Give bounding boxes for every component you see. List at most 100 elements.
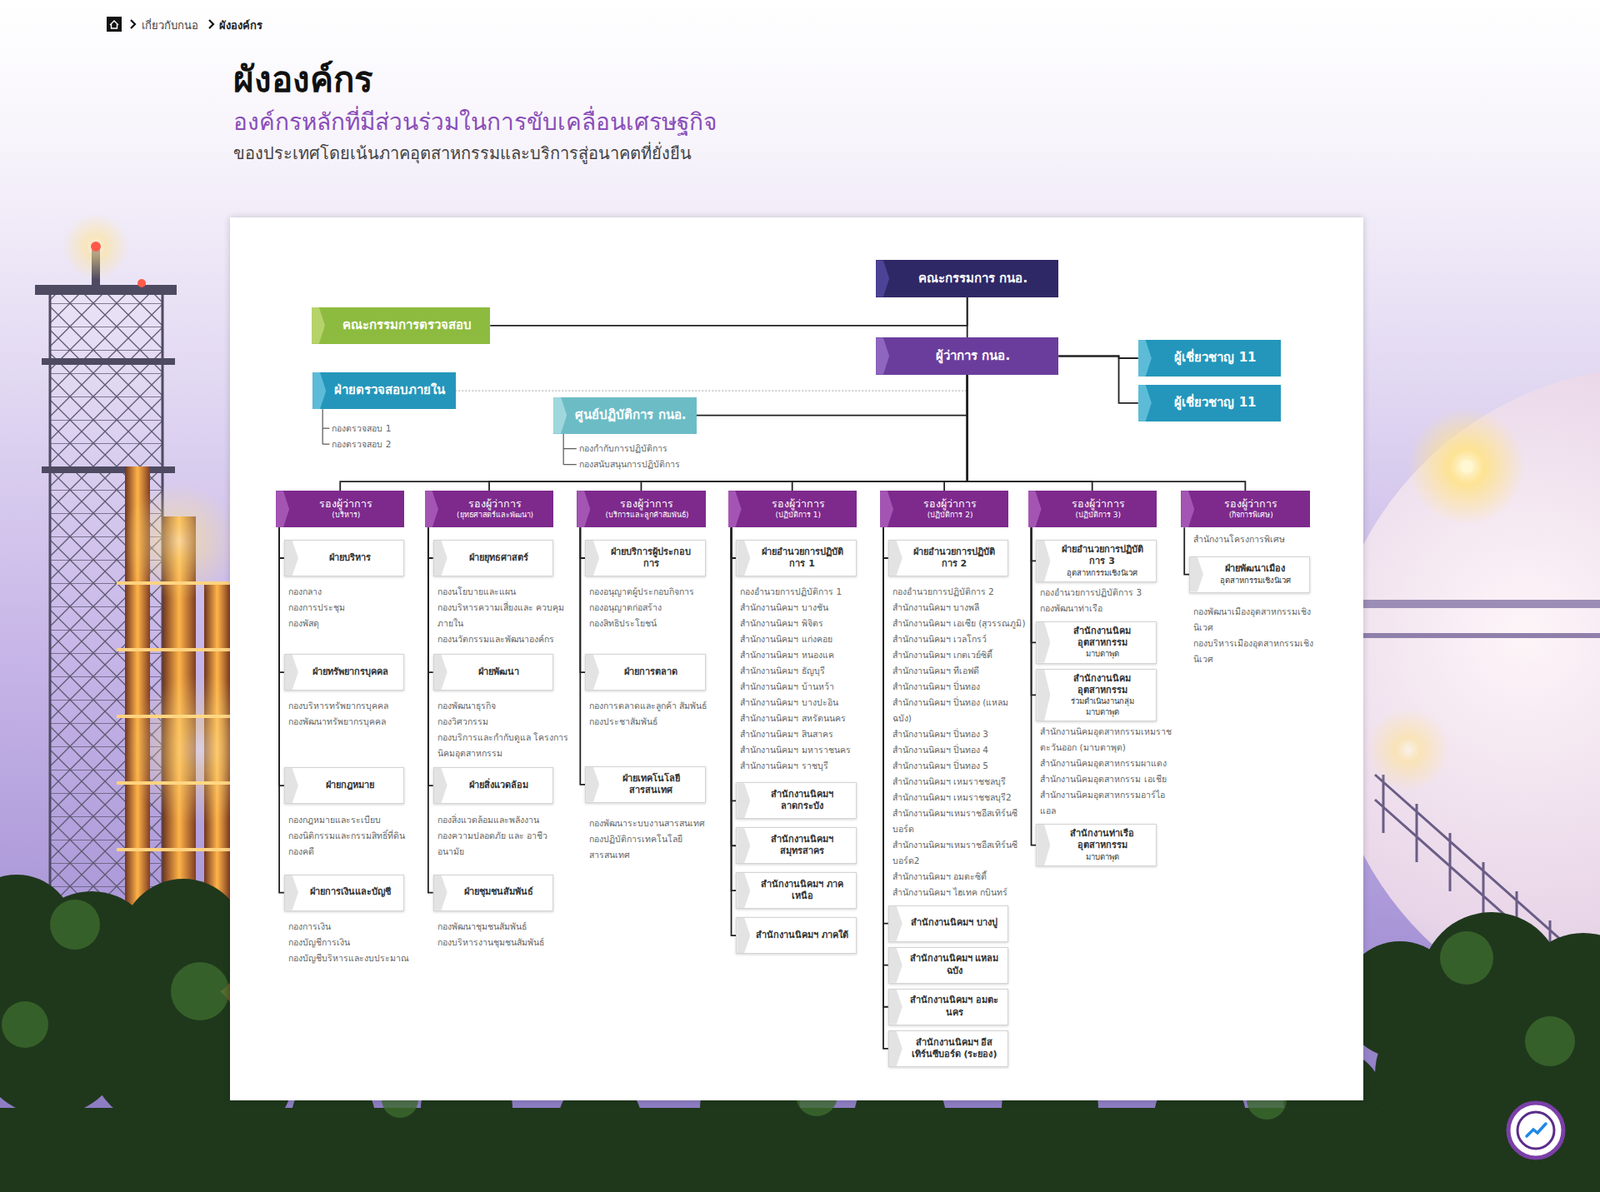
unit-label: กองบัญชีการเงิน bbox=[288, 935, 350, 951]
division-box: ฝ่ายพัฒนา bbox=[433, 654, 554, 691]
unit-label: สำนักงานนิคมฯ ทีเอฟดี bbox=[892, 663, 980, 680]
box-label: ฝ่ายการตลาด bbox=[624, 666, 678, 679]
box-chevron bbox=[585, 655, 600, 690]
box-label: ฝ่ายทรัพยากรบุคคล bbox=[312, 666, 389, 679]
division-box: ฝ่ายบริการผู้ประกอบการ bbox=[585, 540, 705, 577]
box-chevron bbox=[728, 490, 742, 528]
storage-tank bbox=[1325, 366, 1600, 1034]
unit-label: กองอนุญาตผู้ประกอบกิจการ bbox=[589, 584, 695, 600]
division-box: สำนักงานนิคมฯ สมุทรสาคร bbox=[735, 827, 856, 865]
unit-label: สำนักงานนิคมฯ ปิ่นทอง 3 bbox=[892, 726, 989, 743]
box-label: สำนักงานนิคมฯ บางปู bbox=[910, 917, 998, 930]
operations-center-box: ศูนย์ปฏิบัติการ กนอ. bbox=[553, 397, 696, 435]
unit-label: กองนิติกรรมและกรรมสิทธิ์ที่ดิน bbox=[288, 828, 405, 845]
box-label: สำนักงานนิคมอุตสาหกรรม bbox=[1055, 625, 1149, 650]
expert-box: ผู้เชี่ยวชาญ 11 bbox=[1138, 385, 1281, 422]
box-label: สำนักงานนิคมฯ ภาคเหนือ bbox=[755, 879, 849, 904]
box-label: ฝ่ายอำนวยการปฏิบัติการ 2 bbox=[907, 546, 1001, 571]
unit-label: สำนักงานนิคมฯ เกตเวย์ซิตี้ bbox=[892, 647, 993, 664]
box-chevron bbox=[285, 655, 299, 690]
unit-label: สำนักงานนิคมฯ สหรัตนนคร bbox=[740, 710, 845, 727]
unit-label: สำนักงานนิคมอุตสาหกรรมเหมราช ตะวันออก (ม… bbox=[1040, 724, 1174, 756]
box-chevron bbox=[889, 990, 903, 1025]
box-label: สำนักงานนิคมฯ ลาดกระบัง bbox=[755, 789, 849, 814]
box-sublabel: มาบตาพุด bbox=[1085, 852, 1120, 863]
division-box: สำนักงานนิคมอุตสาหกรรมมาบตาพุด bbox=[1035, 621, 1156, 665]
unit-label: สำนักงานโครงการพิเศษ bbox=[1193, 531, 1285, 548]
box-chevron bbox=[312, 372, 326, 410]
list-bracket bbox=[563, 448, 577, 450]
unit-label: กองพัฒนาชุมชนสัมพันธ์ bbox=[437, 919, 527, 935]
box-label: ฝ่ายบริหาร bbox=[329, 552, 371, 565]
box-label: ฝ่ายสิ่งแวดล้อม bbox=[469, 780, 529, 792]
box-chevron bbox=[736, 918, 750, 954]
box-sublabel: ร่วมดำเนินงานกลุ่มมาบตาพุด bbox=[1055, 696, 1149, 718]
governor-box: ผู้ว่าการ กนอ. bbox=[875, 337, 1059, 375]
box-chevron bbox=[736, 873, 750, 909]
box-chevron bbox=[889, 540, 903, 576]
box-label: ฝ่ายตรวจสอบภายใน bbox=[334, 382, 445, 400]
box-label: ฝ่ายการเงินและบัญชี bbox=[310, 886, 391, 899]
division-box: ฝ่ายพัฒนาเมืองอุตสาหกรรมเชิงนิเวศ bbox=[1189, 556, 1310, 594]
unit-label: กองตรวจสอบ 1 bbox=[331, 420, 391, 437]
unit-label: สำนักงานนิคมอุตสาหกรรมผาแดง bbox=[1040, 755, 1167, 772]
storage-tank bbox=[1366, 708, 1450, 792]
home-icon bbox=[106, 16, 122, 32]
unit-label: กองบริหารงานชุมชนสัมพันธ์ bbox=[437, 935, 545, 951]
unit-label: สำนักงานนิคมฯ ไฮเทค กบินทร์ bbox=[892, 885, 1009, 901]
box-label: ฝ่ายอำนวยการปฏิบัติการ 1 bbox=[755, 546, 849, 571]
box-label: สำนักงานนิคมฯ อีสเทิร์นซีบอร์ด (ระยอง) bbox=[907, 1037, 1001, 1062]
unit-label: กองอำนวยการปฏิบัติการ 2 bbox=[892, 584, 995, 600]
division-box: ฝ่ายอำนวยการปฏิบัติการ 3อุตสาหกรรมเชิงนิ… bbox=[1035, 540, 1156, 583]
box-label: สำนักงานนิคมฯ สมุทรสาคร bbox=[755, 834, 849, 859]
unit-label: สำนักงานนิคมฯ เอเซีย (สุวรรณภูมิ) bbox=[892, 615, 1026, 632]
box-label: สำนักงานนิคมฯ แหลมฉบัง bbox=[907, 953, 1001, 978]
box-label: ฝ่ายพัฒนา bbox=[478, 666, 520, 679]
storage-tank bbox=[1460, 460, 1474, 474]
chat-button bbox=[1517, 1112, 1555, 1150]
unit-label: สำนักงานนิคมฯ ราชบุรี bbox=[740, 758, 828, 775]
subtitle: องค์กรหลักที่มีส่วนร่วมในการขับเคลื่อนเศ… bbox=[233, 103, 717, 140]
box-label: สำนักงานนิคมฯ อมตะนคร bbox=[907, 995, 1001, 1020]
expert-box: ผู้เชี่ยวชาญ 11 bbox=[1138, 340, 1281, 377]
box-label: ฝ่ายอำนวยการปฏิบัติการ 3 bbox=[1055, 544, 1149, 569]
unit-label: สำนักงานนิคมฯ เหมราชชลบุรี2 bbox=[892, 790, 1012, 806]
refinery-tower bbox=[35, 285, 177, 295]
box-chevron bbox=[889, 906, 903, 942]
unit-label: กองการตลาดและลูกค้า สัมพันธ์ bbox=[589, 698, 707, 715]
box-chevron bbox=[434, 875, 448, 911]
division-box: ฝ่ายการตลาด bbox=[585, 654, 705, 691]
unit-label: กองนโยบายและแผน bbox=[437, 584, 516, 600]
division-box: ฝ่ายกฎหมาย bbox=[284, 767, 405, 805]
box-label: คณะกรรมการตรวจสอบ bbox=[342, 317, 472, 335]
unit-label: สำนักงานนิคมฯ บางชัน bbox=[740, 600, 828, 616]
unit-label: สำนักงานนิคมฯ ปิ่นทอง (แหลมฉบัง) bbox=[892, 695, 1026, 727]
unit-label: กองนวัตกรรมและพัฒนาองค์กร bbox=[437, 631, 555, 648]
unit-label: กองคดี bbox=[288, 844, 315, 860]
box-chevron bbox=[275, 490, 290, 528]
unit-label: สำนักงานนิคมฯ แก่งคอย bbox=[740, 631, 832, 648]
division-box: ฝ่ายอำนวยการปฏิบัติการ 1 bbox=[735, 540, 856, 577]
unit-label: สำนักงานนิคมฯ บ้านหว้า bbox=[740, 679, 834, 695]
box-label: ฝ่ายยุทธศาสตร์ bbox=[469, 552, 529, 565]
refinery-tower bbox=[41, 466, 175, 474]
unit-label: กองวิศวกรรม bbox=[437, 714, 489, 730]
box-chevron bbox=[736, 783, 750, 819]
box-chevron bbox=[434, 655, 448, 690]
org-connector bbox=[455, 375, 968, 392]
deputy-governor-box: รองผู้ว่าการ(บริการและลูกค้าสัมพันธ์) bbox=[576, 490, 705, 528]
org-connector bbox=[279, 527, 285, 893]
deputy-governor-box: รองผู้ว่าการ(ปฏิบัติการ 3) bbox=[1028, 490, 1157, 528]
refinery-tower bbox=[62, 213, 130, 280]
unit-label: กองพัฒนาระบบงานสารสนเทศ bbox=[589, 815, 705, 832]
trees bbox=[1491, 1008, 1600, 1159]
box-chevron bbox=[285, 875, 299, 911]
deputy-governor-box: รองผู้ว่าการ(ปฏิบัติการ 2) bbox=[880, 490, 1009, 528]
breadcrumb-current: ผังองค์กร bbox=[219, 16, 263, 35]
chat-button bbox=[1505, 1100, 1567, 1162]
division-box: ฝ่ายบริหาร bbox=[284, 540, 405, 577]
unit-label: สำนักงานนิคมฯ ปิ่นทอง 4 bbox=[892, 742, 989, 759]
deputy-governor-box: รองผู้ว่าการ(ยุทธศาสตร์และพัฒนา) bbox=[425, 490, 554, 528]
unit-label: สำนักงานนิคมฯ มหาราชนคร bbox=[740, 742, 850, 759]
box-chevron bbox=[311, 307, 325, 345]
